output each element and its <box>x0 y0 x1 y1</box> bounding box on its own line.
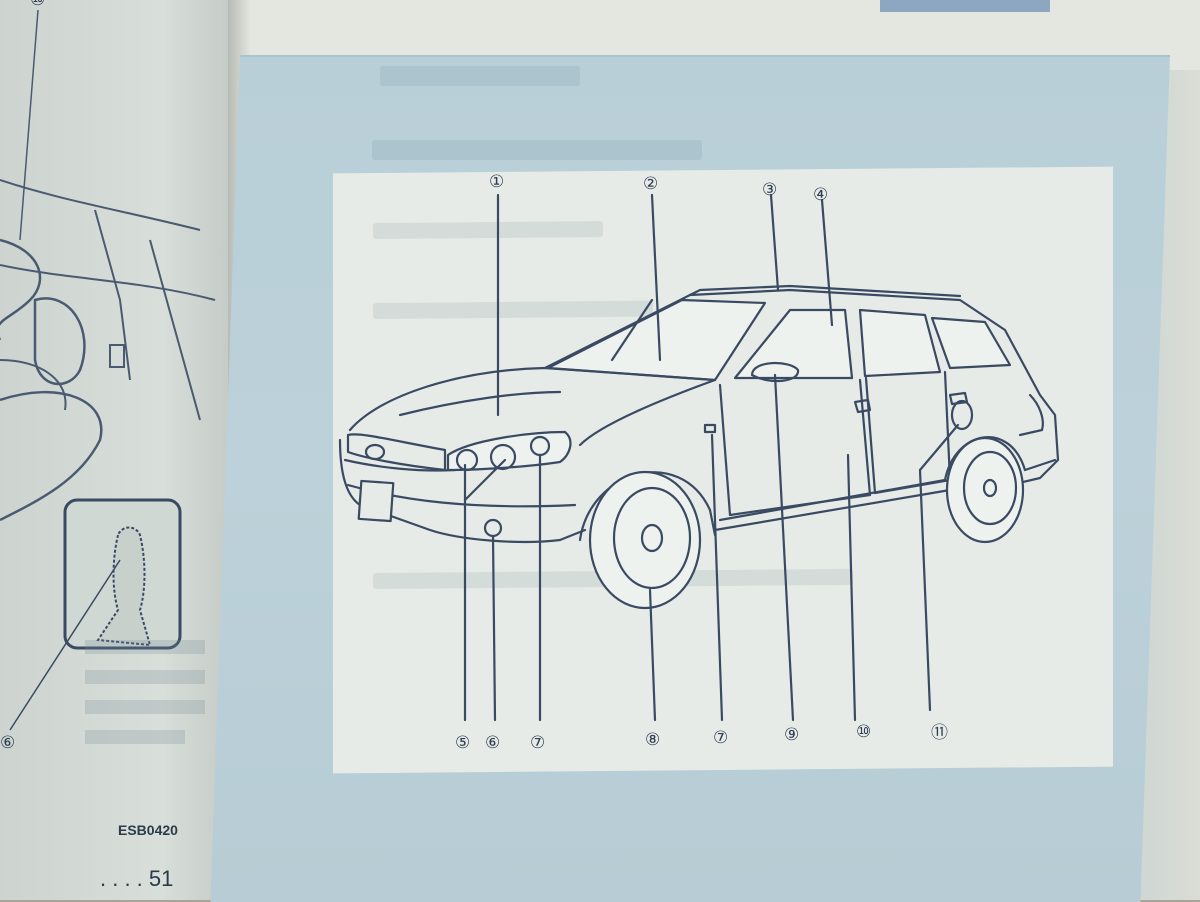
car-body-outline <box>543 288 1060 487</box>
side-marker <box>703 423 717 434</box>
fog-lamp <box>483 518 503 538</box>
faint-heading <box>380 66 580 86</box>
section-tab <box>880 0 1050 12</box>
callout-10: ⑩ <box>856 722 872 742</box>
front-door <box>718 378 872 517</box>
rear-wheel <box>962 450 1018 526</box>
emblem <box>364 443 386 461</box>
faint-heading <box>372 140 702 160</box>
left-page: ⑩ ⑥ ESB0420 . . . . 51 <box>0 0 233 900</box>
left-callout-bottom: ⑥ <box>0 733 15 753</box>
callout-1: ① <box>489 172 505 192</box>
grille <box>346 433 447 472</box>
callout-4: ④ <box>813 185 829 205</box>
callout-2: ② <box>643 174 659 194</box>
callout-8: ⑧ <box>645 730 661 750</box>
license-plate <box>357 479 395 523</box>
callout-7: ⑦ <box>530 733 546 753</box>
windshield <box>546 298 767 382</box>
rear-door-window <box>858 308 942 378</box>
callout-3: ③ <box>762 180 778 200</box>
callout-5: ⑤ <box>455 733 471 753</box>
front-wheel <box>612 486 692 590</box>
page-number: . . . . 51 <box>100 866 174 891</box>
door-handle <box>853 398 872 414</box>
headlight-lamp <box>489 443 517 471</box>
front-bumper <box>338 438 587 544</box>
headlight-lamp <box>455 448 479 472</box>
callout-9: ⑨ <box>784 725 800 745</box>
front-tire <box>588 470 702 610</box>
left-callout-top: ⑩ <box>30 0 45 10</box>
rear-door <box>864 370 952 495</box>
callout-6: ⑥ <box>485 733 501 753</box>
callout-7-second: ⑦ <box>713 728 729 748</box>
figure-code: ESB0420 <box>118 822 178 838</box>
rear-quarter-window <box>930 316 1012 370</box>
fuel-lid <box>950 399 974 431</box>
door-mirror <box>750 361 800 383</box>
callout-11: ⑪ <box>931 723 948 743</box>
front-door-window <box>733 308 854 380</box>
left-page-illustration: ⑩ ⑥ <box>0 0 216 753</box>
hood <box>348 366 717 447</box>
